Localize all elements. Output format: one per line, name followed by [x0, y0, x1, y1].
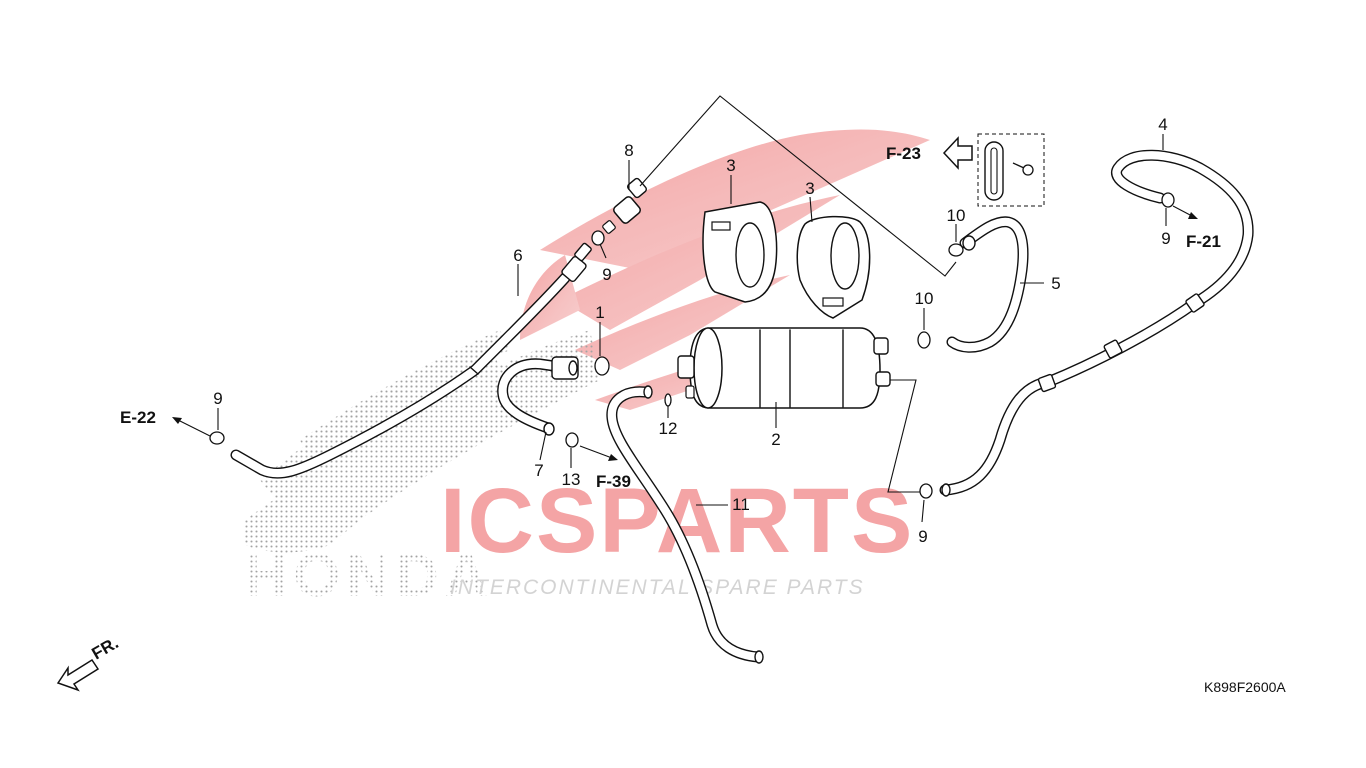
callout-9-left: 9	[213, 389, 222, 408]
callout-13: 13	[562, 470, 581, 489]
front-label: FR.	[89, 633, 122, 663]
callout-12: 12	[659, 419, 678, 438]
callout-11: 11	[732, 495, 750, 514]
callout-3-right: 3	[805, 179, 814, 198]
front-direction-marker: FR.	[56, 633, 122, 692]
callout-9-lower: 9	[918, 527, 927, 546]
valve-8	[602, 177, 647, 234]
callout-9-right: 9	[1161, 229, 1170, 248]
band-3-left	[702, 201, 778, 303]
reference-labels[interactable]: E-22 F-23 F-21 F-39	[120, 144, 1221, 491]
callout-numbers: 1 2 3 3 4 5 6 7 8 9 9 9 9 10 10 11 12 13	[213, 115, 1170, 546]
hose-6	[230, 242, 592, 479]
hose-7	[497, 356, 579, 436]
callout-2: 2	[771, 430, 780, 449]
honda-brand-watermark: HONDA	[244, 542, 494, 609]
callout-3-left: 3	[726, 156, 735, 175]
callout-5: 5	[1051, 274, 1060, 293]
ref-f39-link[interactable]: F-39	[596, 472, 631, 491]
hose-11	[606, 385, 764, 664]
callout-10-upper: 10	[947, 206, 966, 225]
ref-f23-link[interactable]: F-23	[886, 144, 921, 163]
callout-6: 6	[513, 246, 522, 265]
callout-8: 8	[624, 141, 633, 160]
inset-f23	[977, 133, 1045, 207]
watermark-tagline: INTERCONTINENTAL SPARE PARTS	[450, 576, 865, 599]
callout-4: 4	[1158, 115, 1167, 134]
ref-e22-link[interactable]: E-22	[120, 408, 156, 427]
hose-4	[939, 149, 1254, 497]
band-3-right	[796, 215, 871, 319]
hose-5	[946, 216, 1029, 353]
canister-2	[677, 327, 891, 409]
leader-lines	[172, 95, 1198, 523]
diagram-code: K898F2600A	[1204, 679, 1286, 695]
callout-10-lower: 10	[915, 289, 934, 308]
callout-7: 7	[534, 461, 543, 480]
callout-1: 1	[595, 303, 604, 322]
clip-group	[209, 192, 1175, 499]
ref-f21-link[interactable]: F-21	[1186, 232, 1221, 251]
callout-9-upper: 9	[602, 265, 611, 284]
